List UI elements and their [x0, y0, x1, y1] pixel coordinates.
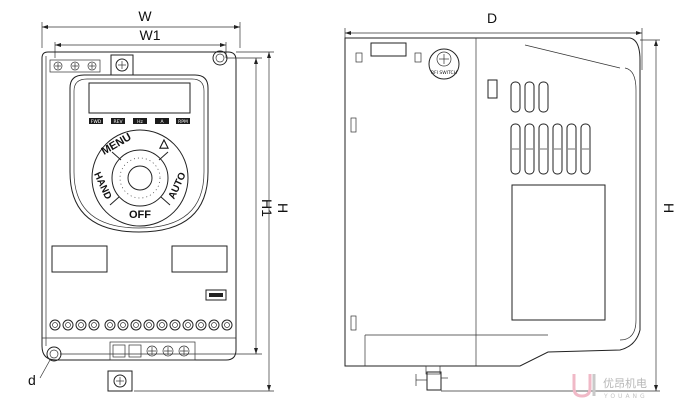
- side-indicator-window: [487, 79, 498, 99]
- control-terminal-11: [182, 319, 194, 331]
- rfi-switch: RFI SWITCH: [428, 48, 460, 80]
- control-terminal-5: [104, 319, 116, 331]
- control-terminal-9: [156, 319, 168, 331]
- dimension-label-h-side: H: [661, 203, 677, 213]
- side-slot-upper: [350, 117, 357, 133]
- side-vent-lower-5: [566, 123, 577, 175]
- function-indicator-row: FWD REV Hz A RPM: [89, 118, 190, 125]
- top-terminal-block: [49, 54, 134, 76]
- side-vent-lower-3: [538, 123, 549, 175]
- side-view: D RFI SWITCH: [344, 10, 677, 392]
- dimension-label-d: d: [28, 372, 36, 388]
- auto-key-label: AUTO: [167, 171, 189, 201]
- mounting-hole-top: [212, 50, 228, 66]
- side-vent-lower-1: [510, 123, 521, 175]
- control-terminal-3: [75, 319, 87, 331]
- control-terminal-14: [221, 319, 233, 331]
- bottom-gland: [415, 365, 448, 391]
- off-key-label: OFF: [129, 209, 151, 221]
- indicator-hz: Hz: [137, 119, 143, 125]
- side-housing-outline: [344, 37, 641, 367]
- control-terminal-13: [208, 319, 220, 331]
- control-terminal-7: [130, 319, 142, 331]
- side-vent-upper-1: [510, 81, 521, 113]
- side-vent-lower-6: [580, 123, 591, 175]
- hand-key-label: HAND: [91, 171, 113, 202]
- control-dial: [91, 129, 189, 227]
- dimension-label-w1: W1: [140, 27, 161, 43]
- rfi-switch-label: RFI SWITCH: [431, 70, 457, 76]
- lcd-display: [88, 82, 191, 114]
- watermark-u-mark: [572, 374, 592, 398]
- front-view: W W1 FWD RE: [28, 8, 291, 392]
- vent-right: [171, 245, 228, 273]
- vent-left: [51, 245, 108, 273]
- power-terminal-block: [109, 341, 196, 361]
- side-vent-upper-2: [524, 81, 535, 113]
- up-key-symbol: △: [158, 136, 169, 150]
- usb-port: [205, 289, 227, 301]
- watermark-english: YOUANG: [603, 393, 648, 400]
- side-vent-upper-3: [538, 81, 549, 113]
- mounting-hole-bottom: [46, 346, 62, 362]
- indicator-fwd: FWD: [91, 119, 102, 125]
- menu-key-label: MENU: [99, 131, 133, 158]
- control-terminal-6: [117, 319, 129, 331]
- watermark-logo: 优昂机电 YOUANG: [572, 374, 648, 400]
- dimension-label-h1: H1: [259, 199, 275, 217]
- control-terminal-row: [49, 319, 233, 331]
- watermark-chinese: 优昂机电: [603, 376, 647, 390]
- control-terminal-10: [169, 319, 181, 331]
- dimension-label-h-front: H: [275, 203, 291, 213]
- indicator-rev: REV: [113, 119, 123, 125]
- side-vent-lower-4: [552, 123, 563, 175]
- indicator-amp: A: [160, 119, 164, 125]
- control-terminal-1: [49, 319, 61, 331]
- front-housing-outline: [41, 51, 237, 361]
- ground-terminal: [107, 370, 133, 392]
- indicator-rpm: RPM: [178, 119, 188, 125]
- control-terminal-4: [88, 319, 100, 331]
- side-vent-grid: [510, 81, 591, 175]
- side-vent-lower-2: [524, 123, 535, 175]
- control-terminal-12: [195, 319, 207, 331]
- control-terminal-8: [143, 319, 155, 331]
- dimension-label-depth: D: [487, 10, 497, 26]
- control-terminal-2: [62, 319, 74, 331]
- dimension-label-w: W: [138, 8, 152, 24]
- side-top-connector: [370, 42, 407, 57]
- side-slot-lower: [350, 315, 357, 331]
- side-label-area: [511, 184, 606, 321]
- keypad-panel-outline: [69, 74, 209, 233]
